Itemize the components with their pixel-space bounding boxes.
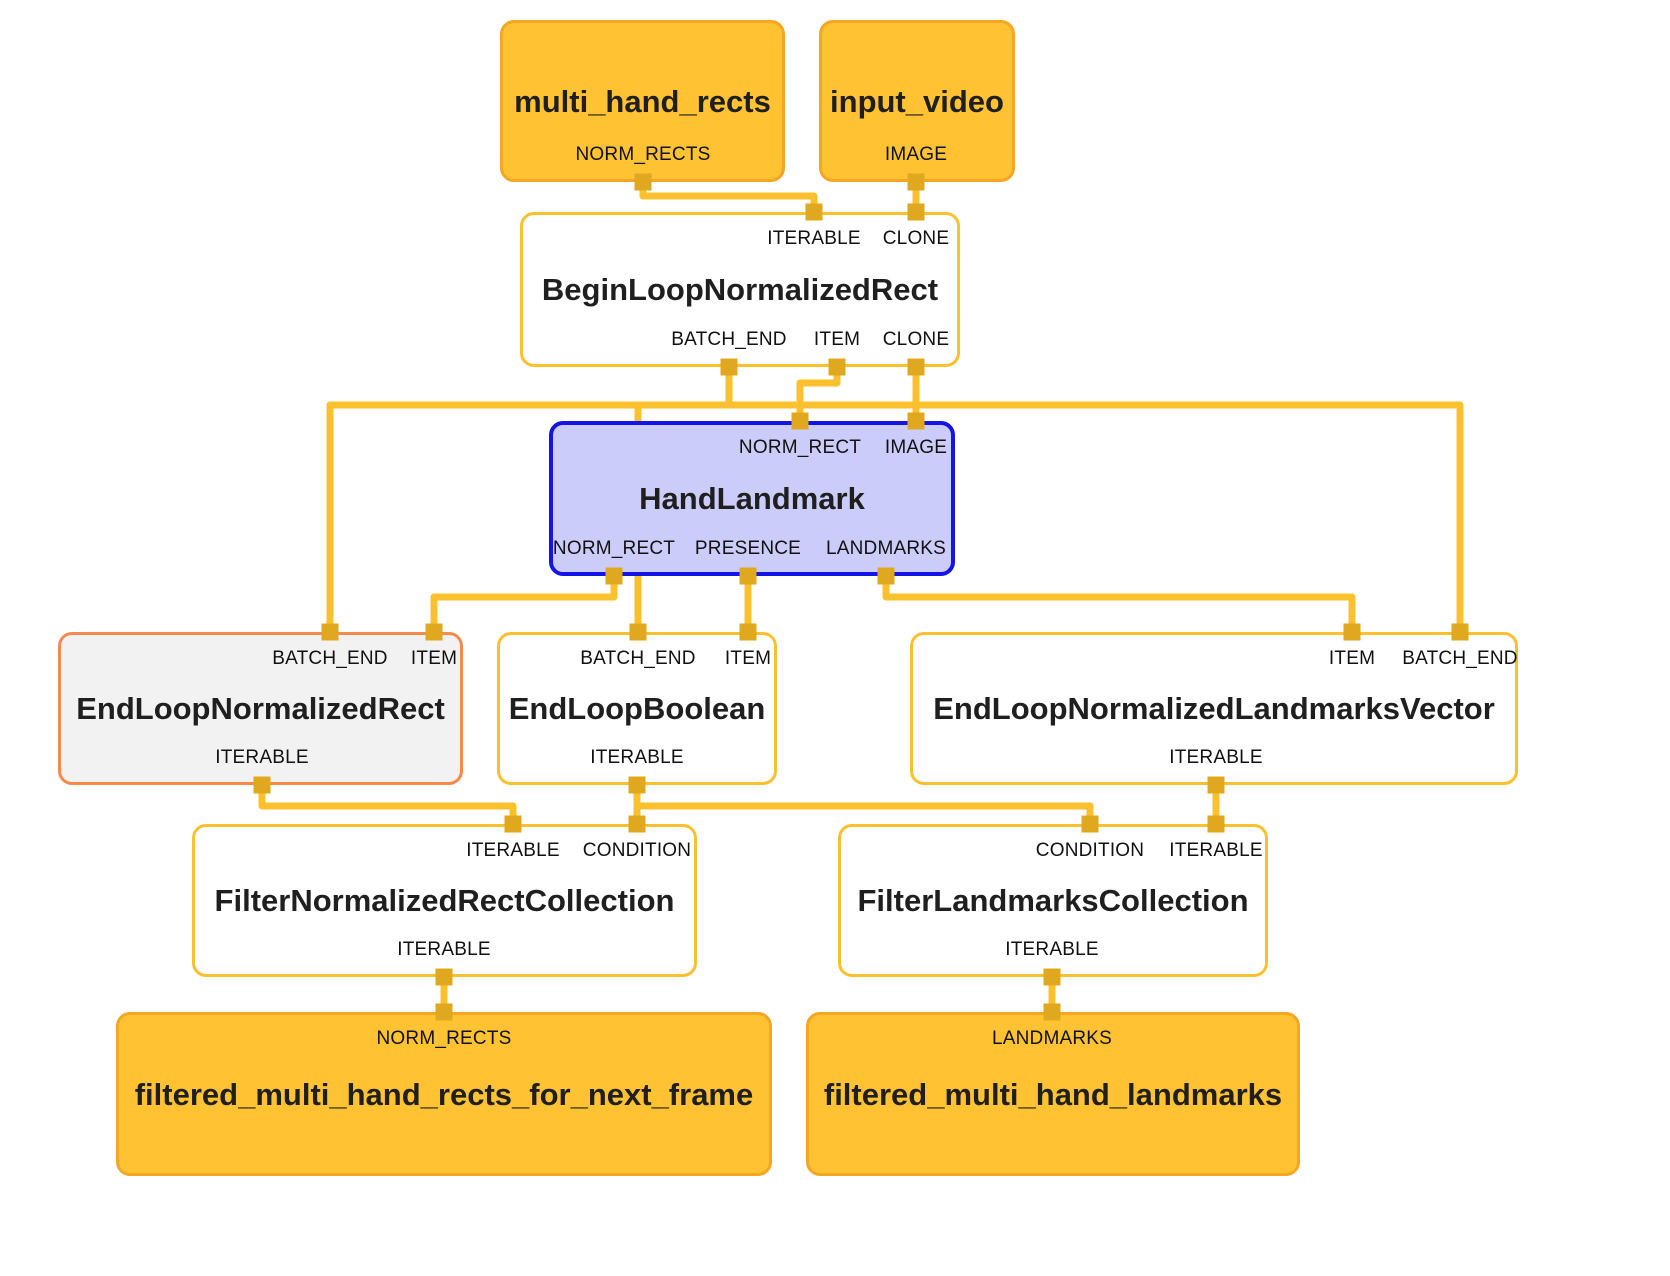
port-in-clone[interactable] <box>907 203 925 221</box>
graph-node-FilterLandmarksCollection[interactable]: FilterLandmarksCollection <box>838 824 1268 977</box>
node-title: EndLoopBoolean <box>508 691 766 726</box>
port-out-iterable[interactable] <box>628 776 646 794</box>
graph-edge <box>882 572 1356 636</box>
node-title: EndLoopNormalizedRect <box>76 691 445 726</box>
node-title: HandLandmark <box>639 481 865 516</box>
port-in-item[interactable] <box>425 623 443 641</box>
graph-edge <box>430 572 618 636</box>
port-out-iterable[interactable] <box>253 776 271 794</box>
port-in-iterable[interactable] <box>1207 815 1225 833</box>
graph-node-EndLoopNormalizedLandmarksVector[interactable]: EndLoopNormalizedLandmarksVector <box>910 632 1518 785</box>
port-in-condition[interactable] <box>628 815 646 833</box>
port-in-norm_rects[interactable] <box>435 1003 453 1021</box>
port-in-batch_end[interactable] <box>629 623 647 641</box>
graph-node-EndLoopNormalizedRect[interactable]: EndLoopNormalizedRect <box>58 632 463 785</box>
graph-node-filtered_multi_hand_landmarks[interactable]: filtered_multi_hand_landmarks <box>806 1012 1300 1176</box>
port-in-iterable[interactable] <box>805 203 823 221</box>
graph-node-FilterNormalizedRectCollection[interactable]: FilterNormalizedRectCollection <box>192 824 697 977</box>
port-out-item[interactable] <box>828 358 846 376</box>
port-in-iterable[interactable] <box>504 815 522 833</box>
graph-node-multi_hand_rects[interactable]: multi_hand_rects <box>500 20 785 182</box>
graph-edge <box>639 178 818 216</box>
port-out-norm_rect[interactable] <box>605 567 623 585</box>
port-in-norm_rect[interactable] <box>791 412 809 430</box>
graph-node-input_video[interactable]: input_video <box>819 20 1015 182</box>
port-out-iterable[interactable] <box>1043 968 1061 986</box>
port-in-batch_end[interactable] <box>321 623 339 641</box>
graph-edge <box>633 802 1094 828</box>
node-title: filtered_multi_hand_rects_for_next_frame <box>134 1076 754 1112</box>
node-title: BeginLoopNormalizedRect <box>541 272 939 307</box>
graph-node-filtered_multi_hand_rects_for_next_frame[interactable]: filtered_multi_hand_rects_for_next_frame <box>116 1012 772 1176</box>
port-out-batch_end[interactable] <box>720 358 738 376</box>
port-out-norm_rects[interactable] <box>634 173 652 191</box>
graph-node-BeginLoopNormalizedRect[interactable]: BeginLoopNormalizedRect <box>520 212 960 367</box>
graph-node-EndLoopBoolean[interactable]: EndLoopBoolean <box>497 632 777 785</box>
node-title: filtered_multi_hand_landmarks <box>823 1076 1283 1112</box>
port-out-iterable[interactable] <box>1207 776 1225 794</box>
node-title: multi_hand_rects <box>514 83 771 119</box>
port-in-item[interactable] <box>739 623 757 641</box>
node-title: input_video <box>830 83 1004 119</box>
graph-edge <box>258 781 517 828</box>
node-title: EndLoopNormalizedLandmarksVector <box>933 691 1495 726</box>
port-out-iterable[interactable] <box>435 968 453 986</box>
node-title: FilterLandmarksCollection <box>857 883 1249 918</box>
port-out-clone[interactable] <box>907 358 925 376</box>
port-in-condition[interactable] <box>1081 815 1099 833</box>
node-title: FilterNormalizedRectCollection <box>214 883 675 918</box>
port-in-item[interactable] <box>1343 623 1361 641</box>
graph-node-HandLandmark[interactable]: HandLandmark <box>549 421 955 576</box>
port-in-landmarks[interactable] <box>1043 1003 1061 1021</box>
port-in-image[interactable] <box>907 412 925 430</box>
port-out-presence[interactable] <box>739 567 757 585</box>
port-in-batch_end[interactable] <box>1451 623 1469 641</box>
port-out-image[interactable] <box>907 173 925 191</box>
port-out-landmarks[interactable] <box>877 567 895 585</box>
